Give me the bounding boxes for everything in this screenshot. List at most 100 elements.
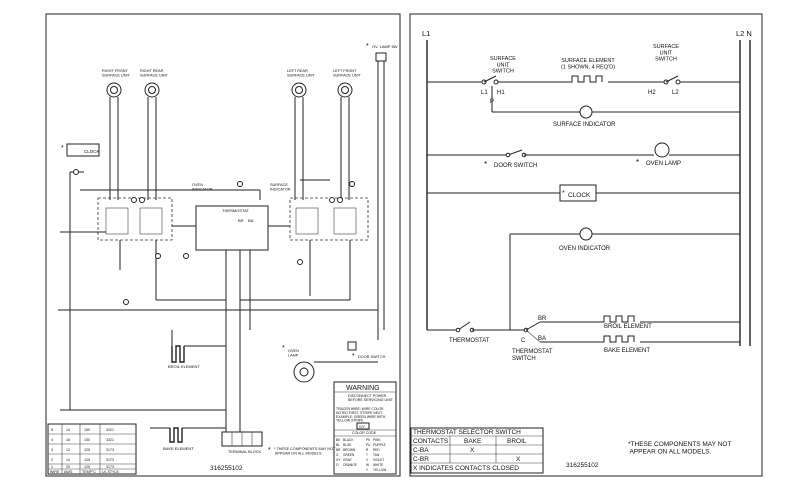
- burner-left-rear: [291, 82, 307, 200]
- selector-row-2-broil: X: [516, 456, 521, 463]
- left-door-switch-label: DOOR SWITCH: [358, 355, 386, 359]
- right-term-br: BR: [538, 316, 547, 322]
- svg-text:BROWN: BROWN: [343, 448, 356, 452]
- selector-table: [410, 427, 544, 474]
- svg-text:WHITE: WHITE: [373, 463, 383, 467]
- right-term-c: C: [521, 338, 526, 344]
- svg-text:1: 1: [51, 465, 53, 469]
- right-lamp-asterisk: *: [636, 158, 639, 167]
- selector-title: THERMOSTAT SELECTOR SWITCH: [413, 429, 521, 436]
- svg-text:14: 14: [66, 428, 70, 432]
- svg-text:Y: Y: [366, 468, 369, 472]
- svg-text:3321: 3321: [106, 428, 114, 432]
- left-door-switch: [347, 341, 357, 351]
- selector-header-contacts: CONTACTS: [413, 438, 449, 445]
- svg-text:3173: 3173: [106, 448, 114, 452]
- svg-text:UL STYLE: UL STYLE: [102, 470, 119, 474]
- svg-text:R: R: [366, 448, 369, 452]
- right-broil-label: BROIL ELEMENT: [604, 324, 652, 330]
- selector-row-1-contacts: C-BA: [413, 447, 429, 454]
- right-oven-indicator-lamp: [579, 227, 593, 241]
- left-broil-label: BROIL ELEMENT: [168, 364, 200, 369]
- left-thermo-ba: BA: [248, 218, 254, 223]
- right-clock-asterisk: *: [562, 190, 565, 197]
- right-term-h2: H2: [648, 90, 656, 96]
- right-clock-label: CLOCK: [568, 192, 591, 199]
- right-surface-indicator-lamp: [579, 105, 593, 119]
- right-thermostat-label: THERMOSTAT: [449, 338, 490, 344]
- svg-text:O: O: [336, 463, 339, 467]
- burner-right-front: [106, 82, 122, 200]
- right-thermostat: [457, 321, 471, 331]
- svg-text:125: 125: [84, 465, 90, 469]
- svg-text:3173: 3173: [106, 465, 114, 469]
- svg-text:GRAY: GRAY: [343, 458, 353, 462]
- right-oven-lamp: [654, 142, 670, 158]
- svg-text:125: 125: [84, 448, 90, 452]
- svg-text:12: 12: [66, 448, 70, 452]
- right-door-asterisk: *: [484, 160, 487, 169]
- svg-text:PU: PU: [366, 443, 371, 447]
- svg-text:3: 3: [51, 448, 53, 452]
- svg-text:2: 2: [51, 458, 53, 462]
- tracer-wire-sample: [356, 422, 370, 430]
- svg-text:3173: 3173: [106, 458, 114, 462]
- svg-text:ORANGE: ORANGE: [343, 463, 357, 467]
- svg-text:PK: PK: [366, 438, 371, 442]
- right-term-l1: L1: [481, 90, 488, 96]
- svg-text:4: 4: [51, 438, 53, 442]
- switch-block-wiring: [58, 169, 378, 410]
- svg-text:RED: RED: [373, 448, 380, 452]
- left-terminal-label: TERMINAL BLOCK: [228, 450, 261, 454]
- selector-header-broil: BROIL: [507, 438, 527, 445]
- right-l2n-label: L2 N: [736, 29, 752, 38]
- svg-text:20: 20: [66, 465, 70, 469]
- left-switch-block-right: [97, 197, 173, 241]
- svg-text:T: T: [366, 453, 368, 457]
- right-surface-switch-right: [665, 75, 679, 83]
- right-surface-element: [566, 75, 603, 83]
- left-thermo-br: BR: [238, 218, 244, 223]
- svg-text:WIRE: WIRE: [50, 470, 60, 474]
- right-term-ba: BA: [538, 336, 546, 342]
- svg-text:150: 150: [84, 428, 90, 432]
- color-code-title: COLOR CODE: [352, 431, 377, 435]
- svg-text:125: 125: [84, 458, 90, 462]
- svg-text:GY: GY: [336, 458, 341, 462]
- svg-text:BL: BL: [336, 443, 340, 447]
- right-note: *THESE COMPONENTS MAY NOT APPEAR ON ALL …: [628, 441, 731, 455]
- right-door-switch-label: DOOR SWITCH: [494, 163, 537, 169]
- right-term-h1: H1: [497, 90, 505, 96]
- selector-row-2-contacts: C-BR: [413, 456, 429, 463]
- svg-text:VIOLET: VIOLET: [373, 458, 384, 462]
- right-bake-label: BAKE ELEMENT: [604, 348, 650, 354]
- svg-text:V: V: [366, 458, 369, 462]
- left-bake-label: BAKE ELEMENT: [163, 446, 194, 451]
- left-clock-box: [66, 143, 100, 157]
- svg-text:16: 16: [66, 438, 70, 442]
- svg-text:3321: 3321: [106, 438, 114, 442]
- svg-text:G: G: [336, 453, 339, 457]
- right-surface-element-label: SURFACE ELEMENT(1 SHOWN, 4 REQ'D): [561, 58, 615, 70]
- svg-text:W: W: [366, 463, 369, 467]
- svg-text:PINK: PINK: [373, 438, 381, 442]
- svg-text:BK: BK: [336, 438, 341, 442]
- wire-table: [47, 423, 137, 475]
- left-oven-lamp-top-label: OV. LAMP 5W: [372, 44, 398, 49]
- left-ovenlamp-asterisk: *: [282, 345, 285, 352]
- svg-text:TEMP°C: TEMP°C: [82, 470, 96, 474]
- right-door-switch: [507, 149, 523, 156]
- burner-left-front: [337, 82, 353, 200]
- right-panel-border: [409, 13, 763, 477]
- selector-header-bake: BAKE: [464, 438, 482, 445]
- left-thermostat-box: [195, 205, 269, 251]
